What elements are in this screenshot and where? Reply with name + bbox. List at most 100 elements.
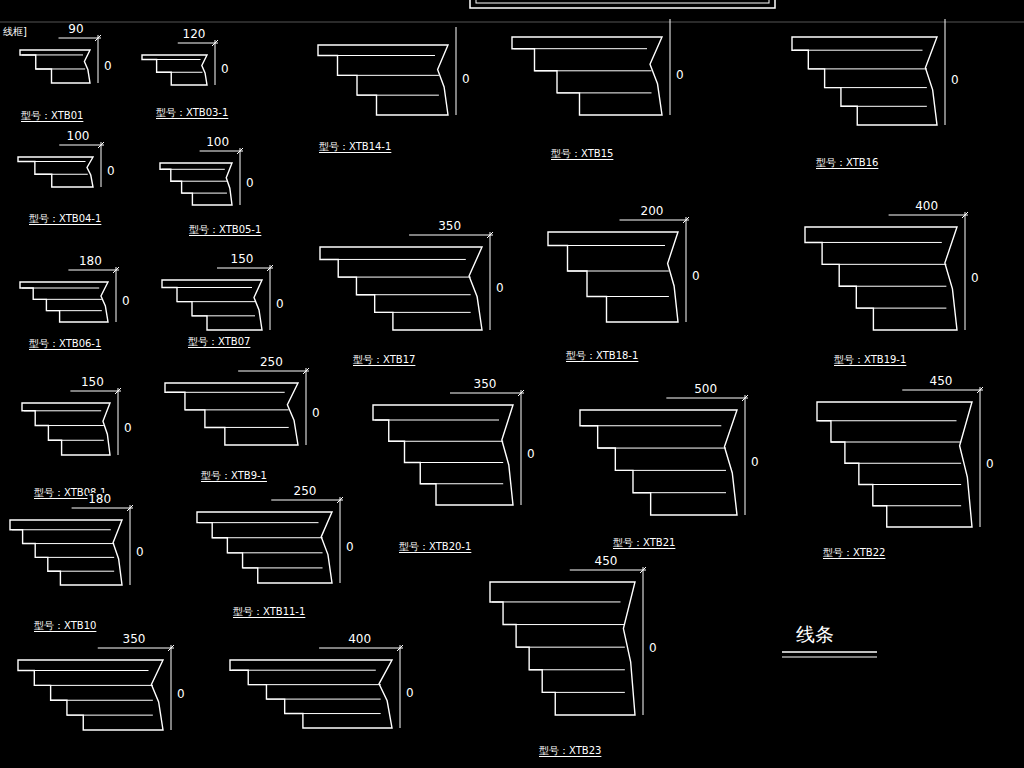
model-label: 型号：XTB21 <box>612 537 676 548</box>
profile-line <box>620 217 690 322</box>
profile-line <box>805 227 957 330</box>
underline <box>782 651 877 653</box>
dimension-number: 0 <box>526 448 536 461</box>
dimension-number: 0 <box>220 63 230 76</box>
profile-line <box>24 411 104 440</box>
model-label: 型号：XTB9-1 <box>200 470 268 481</box>
profile-line <box>98 645 174 730</box>
profile-line <box>22 288 102 311</box>
dimension-number: 0 <box>985 458 995 471</box>
dimension-number: 0 <box>135 546 145 559</box>
model-label: 型号：XTB20-1 <box>398 541 472 552</box>
profile-line <box>456 27 457 115</box>
dimension-number: 0 <box>405 687 415 700</box>
dimension-number: 150 <box>230 253 255 266</box>
model-label: 型号：XTB11-1 <box>232 606 306 617</box>
dimension-number: 0 <box>176 688 186 701</box>
profile-line <box>20 671 153 716</box>
profile-line <box>200 148 243 205</box>
profile-line <box>889 212 968 330</box>
model-label: 型号：XTB06-1 <box>28 338 102 349</box>
profile-line <box>165 383 298 445</box>
profile-line <box>12 530 114 571</box>
dimension-number: 450 <box>929 375 954 388</box>
dimension-number: 0 <box>123 422 133 435</box>
dimension-number: 0 <box>970 272 980 285</box>
dimension-number: 350 <box>473 378 498 391</box>
profile-line <box>232 670 381 713</box>
profile-line <box>70 388 121 455</box>
profile-line <box>164 288 255 316</box>
profile-line <box>580 410 737 515</box>
dimension-number: 0 <box>495 282 505 295</box>
profile-line <box>322 259 471 312</box>
profile-line <box>178 40 218 85</box>
dimension-number: 0 <box>691 270 701 283</box>
model-label: 型号：XTB03-1 <box>155 107 229 118</box>
profile-line <box>548 232 678 322</box>
model-label: 型号：XTB19-1 <box>833 354 907 365</box>
model-label: 型号：XTB15 <box>550 148 614 159</box>
profile-line <box>320 56 439 96</box>
dimension-number: 500 <box>693 383 718 396</box>
profile-line <box>160 163 232 205</box>
profile-line <box>794 50 927 106</box>
title-frame <box>476 0 769 3</box>
dimension-number: 250 <box>293 485 318 498</box>
dimension-number: 350 <box>437 220 462 233</box>
profile-line <box>59 142 104 187</box>
profile-line <box>20 282 108 322</box>
model-label: 型号：XTB17 <box>352 354 416 365</box>
model-label: 型号：XTB18-1 <box>565 350 639 361</box>
profile-line <box>22 403 110 455</box>
profile-line <box>817 402 972 527</box>
model-label: 型号：XTB23 <box>538 745 602 756</box>
profile-line <box>20 162 88 175</box>
profile-line <box>72 505 133 585</box>
profile-line <box>492 602 625 692</box>
section-title: 线条 <box>795 624 835 645</box>
profile-line <box>375 420 503 484</box>
profile-line <box>319 645 403 728</box>
profile-line <box>271 497 343 583</box>
dimension-number: 0 <box>245 177 255 190</box>
profile-line <box>902 387 983 527</box>
dimension-number: 100 <box>205 136 230 149</box>
profile-line <box>670 19 671 115</box>
model-label: 型号：XTB22 <box>822 547 886 558</box>
profile-line <box>819 421 961 506</box>
dimension-number: 180 <box>78 255 103 268</box>
profile-line <box>142 55 207 85</box>
dimension-number: 350 <box>122 633 147 646</box>
profile-line <box>230 660 392 728</box>
profile-line <box>59 35 102 83</box>
model-label: 型号：XTB05-1 <box>188 224 262 235</box>
model-label: 型号：XTB16 <box>815 157 879 168</box>
profile-line <box>318 45 448 115</box>
dimension-number: 0 <box>103 60 113 73</box>
dimension-number: 400 <box>347 633 372 646</box>
dimension-number: 250 <box>259 356 284 369</box>
dimension-number: 450 <box>594 555 619 568</box>
profile-line <box>514 49 652 93</box>
dimension-number: 180 <box>87 493 112 506</box>
profile-line <box>144 60 202 73</box>
profile-line <box>162 280 262 330</box>
dimension-number: 0 <box>345 541 355 554</box>
model-label: 型号：XTB07 <box>187 336 251 347</box>
dimension-number: 0 <box>311 407 321 420</box>
dimension-number: 120 <box>182 28 207 41</box>
profile-line <box>807 242 946 308</box>
dimension-number: 0 <box>106 165 116 178</box>
profile-line <box>570 567 646 715</box>
profile-line <box>18 157 93 187</box>
dimension-number: 0 <box>950 74 960 87</box>
profile-line <box>582 426 726 493</box>
profile-line <box>450 390 524 505</box>
profile-line <box>10 520 122 585</box>
dimension-number: 90 <box>67 23 84 36</box>
profile-line <box>320 247 482 330</box>
profile-line <box>945 19 946 125</box>
profile-line <box>792 37 937 125</box>
profile-line <box>409 232 493 330</box>
